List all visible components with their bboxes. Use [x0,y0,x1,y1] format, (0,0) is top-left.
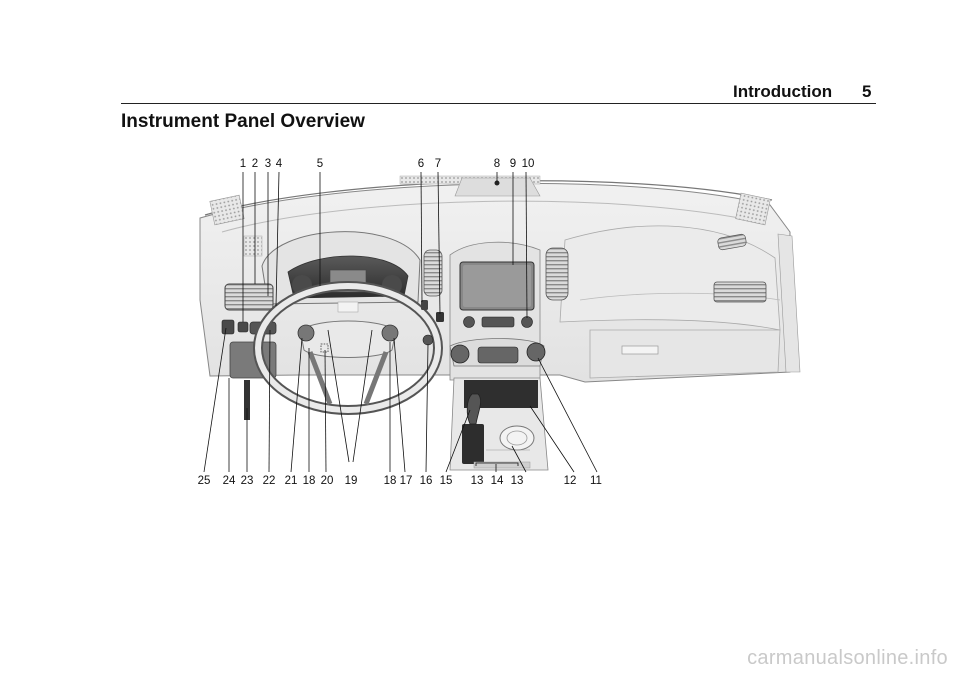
center-console [449,377,549,471]
callout-11: 11 [590,475,602,487]
switch-16 [422,334,434,346]
callout-24: 24 [223,475,236,487]
passenger-vent [713,281,767,303]
defroster-grille-right [735,192,771,226]
callout-17: 17 [400,475,413,487]
callout-4: 4 [276,158,283,170]
callout-5: 5 [317,158,323,170]
callout-6: 6 [418,158,424,170]
callout-13-left: 13 [471,475,484,487]
shift-lever [462,424,484,464]
defroster-grille-left [209,194,245,226]
sunload-sensor [494,180,500,186]
callout-8: 8 [494,158,500,170]
center-vent-left [423,249,443,297]
callout-23: 23 [241,475,254,487]
defroster-grille-side [243,235,263,257]
callout-13-right: 13 [511,475,524,487]
callout-leaders [203,171,598,473]
center-stack [449,241,546,381]
callout-18-left: 18 [303,475,316,487]
callout-7: 7 [435,158,441,170]
passenger-corner-vent [717,233,747,251]
callout-19: 19 [345,475,358,487]
switch-2 [237,321,249,333]
watermark: carmanualsonline.info [747,647,948,669]
headlamp-switch [221,319,235,335]
hood-release [244,380,250,420]
header-rule [121,103,876,104]
header-page-number: 5 [862,82,872,101]
bracket-13 [475,462,519,466]
callout-18-right: 18 [384,475,397,487]
callout-16: 16 [420,475,433,487]
switch-7 [436,312,444,322]
callout-9: 9 [510,158,516,170]
callout-15: 15 [440,475,453,487]
callout-20: 20 [321,475,334,487]
callout-2: 2 [252,158,258,170]
callout-12: 12 [564,475,577,487]
callouts-top: 1 2 3 4 5 6 7 8 9 10 [240,158,535,170]
callout-21: 21 [285,475,298,487]
callout-22: 22 [263,475,276,487]
callouts-bottom: 25 24 23 22 21 18 20 19 18 17 16 15 13 1… [198,475,602,487]
callout-1: 1 [240,158,246,170]
switch-6 [421,300,428,310]
section-heading: Instrument Panel Overview [121,111,365,132]
center-vent-right [545,247,569,301]
sensor-housing [454,177,541,197]
callout-10: 10 [522,158,535,170]
door-edge-right [777,233,801,373]
left-air-vent [224,283,274,311]
header-section-title: Introduction [733,82,833,101]
callout-3: 3 [265,158,271,170]
callout-14: 14 [491,475,504,487]
callout-25: 25 [198,475,211,487]
